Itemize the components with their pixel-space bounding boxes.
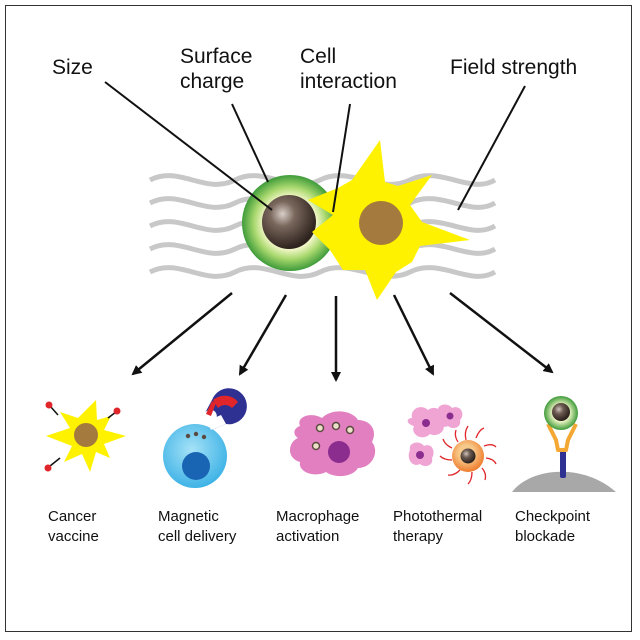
label-magnetic-cell-delivery: Magnetic cell delivery bbox=[158, 508, 237, 545]
label-field-strength: Field strength bbox=[450, 56, 578, 79]
dendritic-cell bbox=[308, 140, 470, 300]
magnetic-delivery-illustration bbox=[163, 388, 247, 488]
label-surface-charge: Surface charge bbox=[180, 45, 253, 93]
label-size: Size bbox=[52, 56, 93, 79]
label-cell-interaction: Cell interaction bbox=[300, 45, 397, 93]
cancer-vaccine-illustration bbox=[44, 400, 126, 472]
figure-frame bbox=[5, 5, 632, 632]
label-checkpoint-blockade: Checkpoint blockade bbox=[515, 508, 591, 545]
factor-pointers bbox=[104, 81, 526, 213]
label-cancer-vaccine: Cancer vaccine bbox=[48, 508, 99, 545]
macrophage-illustration bbox=[290, 411, 376, 477]
photothermal-illustration bbox=[407, 404, 497, 485]
label-photothermal-therapy: Photothermal therapy bbox=[393, 508, 483, 545]
checkpoint-illustration bbox=[512, 396, 616, 492]
label-macrophage-activation: Macrophage activation bbox=[276, 508, 360, 545]
application-arrows bbox=[131, 292, 554, 382]
